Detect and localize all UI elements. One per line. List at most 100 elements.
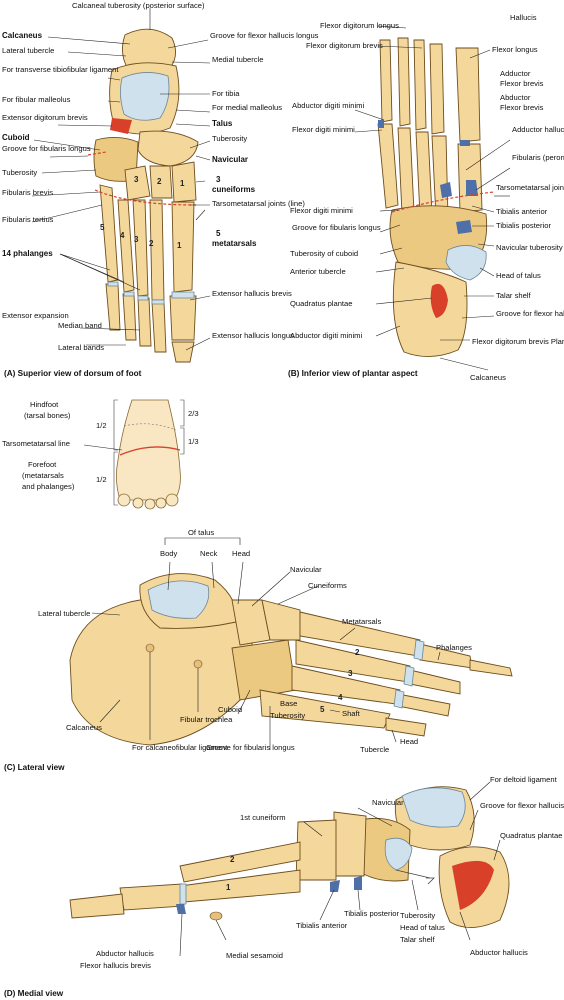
label-head2-c: Head [400,737,418,746]
label-tmt-a: Tarsometatarsal joints (line) [212,199,305,208]
label-head-of-talus-d: Head of talus [400,923,445,932]
label-cuboid: Cuboid [2,133,30,142]
label-ehb: Extensor hallucis brevis [212,289,292,298]
label-metatarsals-c: Metatarsals [342,617,381,626]
label-fdl: Flexor digitorum longus [320,21,399,30]
label-head-c: Head [232,549,250,558]
label-medial-sesamoid: Medial sesamoid [226,951,283,960]
label-calcaneal-tuberosity: Calcaneal tuberosity (posterior surface) [72,1,205,10]
label-abductor-hallucis-d: Abductor hallucis [470,948,528,957]
label-flexor-longus: Flexor longus [492,45,538,54]
num-cun3: 3 [134,175,139,184]
label-neck: Neck [200,549,218,558]
label-for-tibia: For tibia [212,89,240,98]
label-adm: Abductor digiti minimi [292,101,364,110]
num-d1: 1 [226,883,231,892]
label-tuberosity-cub: Tuberosity [2,168,37,177]
label-calcaneus-b: Calcaneus [470,373,506,382]
panel-d-bones [69,786,510,928]
label-lateral-bands: Lateral bands [58,343,104,352]
label-hindfoot: Hindfoot [30,400,59,409]
label-two-thirds: 2/3 [188,409,199,418]
label-anterior-tubercle: Anterior tubercle [290,267,346,276]
label-ehl: Extensor hallucis longus [212,331,294,340]
label-fdb: Flexor digitorum brevis [306,41,383,50]
inset-outline [83,399,185,510]
label-flexor-brevis-2: Flexor brevis [500,103,544,112]
label-flexor-brevis-1: Flexor brevis [500,79,544,88]
num-c4: 4 [338,693,343,702]
label-fibularis-tertius: Fibularis tertius [2,215,54,224]
label-navicular-c: Navicular [290,565,322,574]
label-medial-tubercle: Medial tubercle [212,55,264,64]
panel-c-bones [69,573,513,746]
label-navicular-d: Navicular [372,798,404,807]
num-c3: 3 [348,669,353,678]
label-cuneiforms-c: Cuneiforms [308,581,347,590]
label-forefoot: Forefoot [28,460,57,469]
label-phalanges-c: Phalanges [436,643,472,652]
label-transverse-tibiofibular: For transverse tibiofibular ligament [2,65,119,74]
caption-panel-c: (C) Lateral view [4,763,65,772]
panel-b-leaders [354,25,511,371]
label-three-num: 3 [216,175,221,184]
label-tuberosity-c: Tuberosity [270,711,305,720]
label-tibialis-posterior-b: Tibialis posterior [496,221,551,230]
label-groove-fibularis-longus: Groove for fibularis longus [2,144,91,153]
label-14-phalanges: 14 phalanges [2,249,53,258]
panel-a-bones [87,28,199,363]
panel-c-numerals: 2 3 4 5 [320,648,360,714]
num-cun2: 2 [157,177,162,186]
label-lateral-tubercle-a: Lateral tubercle [2,46,54,55]
label-groove-fhl-a: Groove for flexor hallucis longus [210,31,319,40]
panel-b-labels: Flexor digitorum longus Hallucis Flexor … [288,13,564,382]
caption-panel-b: (B) Inferior view of plantar aspect [288,369,418,378]
label-navicular-a: Navicular [212,155,248,164]
label-and-phalanges: and phalanges) [22,482,75,491]
num-cun1: 1 [180,179,185,188]
label-abductor-b: Abductor [500,93,531,102]
num-mt5: 5 [100,223,105,232]
label-body: Body [160,549,178,558]
label-groove-fhl-d: Groove for flexor hallucis longus [480,801,564,810]
label-for-fibular-malleolus: For fibular malleolus [2,95,71,104]
label-quadratus-plantae-b: Quadratus plantae [290,299,352,308]
label-lateral-tubercle-c: Lateral tubercle [38,609,90,618]
label-fibular-trochlea: Fibular trochlea [180,715,233,724]
num-c2: 2 [355,648,360,657]
panel-d-labels: For deltoid ligament Navicular Groove fo… [4,775,564,998]
label-tuberosity-d: Tuberosity [400,911,435,920]
num-mt2: 2 [149,239,154,248]
label-median-band: Median band [58,321,102,330]
label-fdm: Flexor digiti minimi [292,125,355,134]
label-talus: Talus [212,119,233,128]
label-tibialis-anterior-b: Tibialis anterior [496,207,548,216]
label-base: Base [280,699,297,708]
panel-c-labels: Of talus Body Neck Head Navicular Cuneif… [4,528,472,772]
label-half-bottom: 1/2 [96,475,107,484]
caption-panel-d: (D) Medial view [4,989,64,998]
label-tuberosity-cuboid: Tuberosity of cuboid [290,249,358,258]
label-fdm2: Flexor digiti minimi [290,206,353,215]
label-fibularis-brevis: Fibularis brevis [2,188,53,197]
label-hallucis: Hallucis [510,13,537,22]
panel-d-leaders [179,781,501,957]
num-mt1: 1 [177,241,182,250]
label-fhb: Flexor hallucis brevis [80,961,151,970]
panel-a-labels: Calcaneal tuberosity (posterior surface)… [2,1,319,378]
num-mt4: 4 [120,231,125,240]
label-adm2: Abductor digiti minimi [290,331,362,340]
label-tibialis-posterior-d: Tibialis posterior [344,909,399,918]
panel-a-numerals: 3 2 1 5 4 3 2 1 [100,175,185,250]
label-tuberosity-nav: Tuberosity [212,134,247,143]
label-edb: Extensor digitorum brevis [2,113,88,122]
label-metatarsals-and: (metatarsals [22,471,64,480]
label-adductor-b: Adductor [500,69,531,78]
label-cuboid-c: Cuboid [218,705,242,714]
label-five-num: 5 [216,229,221,238]
num-mt3: 3 [134,235,139,244]
panel-a-leaders [31,8,211,351]
label-shaft: Shaft [342,709,361,718]
label-groove-fibularis-c: Groove for fibularis longus [206,743,295,752]
